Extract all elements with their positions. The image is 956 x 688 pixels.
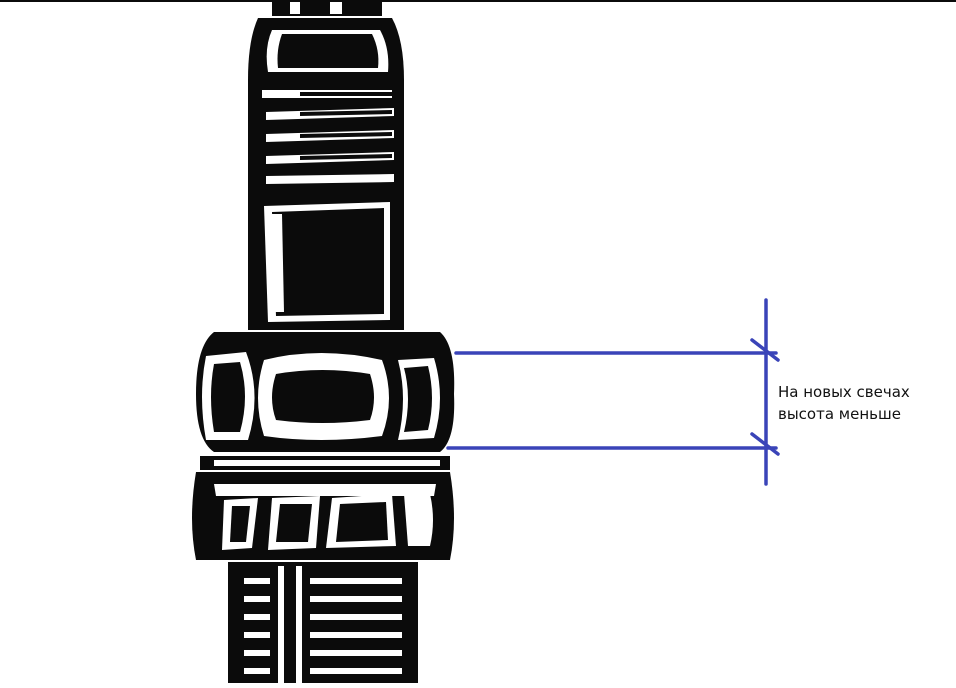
height-dimension-marker xyxy=(446,298,780,486)
annotation-label: На новых свечах высота меньше xyxy=(778,381,910,425)
tick-top xyxy=(750,338,780,362)
annotation-line-1: На новых свечах xyxy=(778,383,910,401)
tick-bottom xyxy=(750,432,780,456)
annotation-line-2: высота меньше xyxy=(778,405,901,423)
terminal-nut xyxy=(272,0,382,16)
spark-plug-illustration xyxy=(192,0,455,683)
